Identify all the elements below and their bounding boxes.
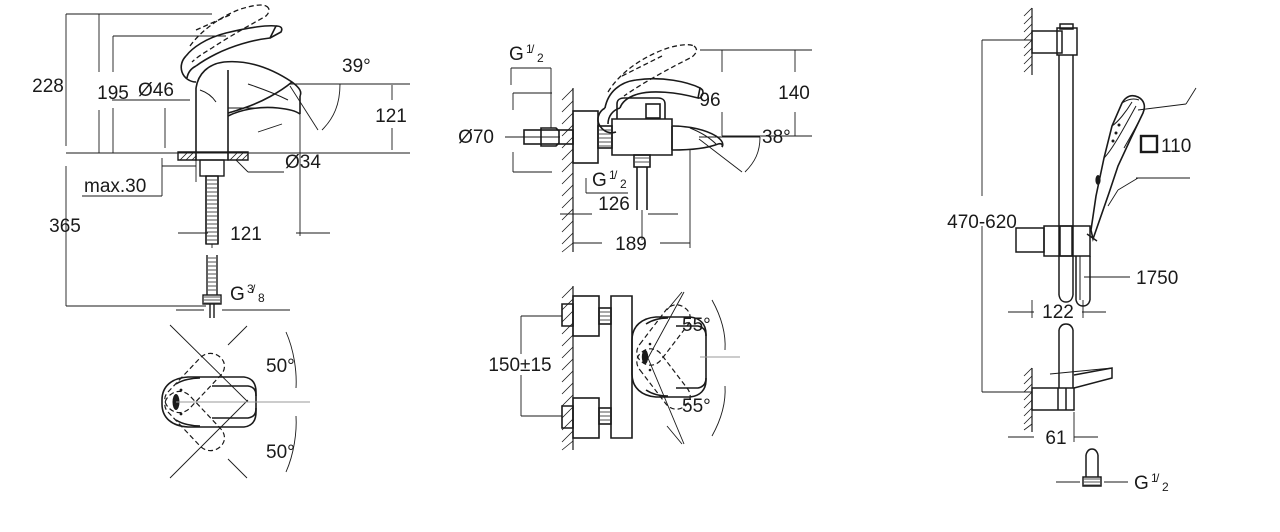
dim-label-140: 140 [778, 83, 810, 104]
dim-140 [700, 49, 812, 137]
square-symbol-icon [1139, 134, 1159, 154]
dim-label-g38: G 3 / 8 [230, 282, 265, 305]
g12h-numerator: 1 [1151, 471, 1158, 485]
dim-55deg [647, 291, 740, 445]
dim-label-122: 122 [1042, 302, 1074, 323]
dim-label-39deg: 39° [342, 56, 371, 77]
shower-bottom-bracket-geometry [1031, 323, 1113, 411]
dim-d46 [112, 99, 190, 148]
g12l-numerator: 1 [609, 168, 616, 182]
dim-d34 [180, 159, 284, 173]
dim-label-195: 195 [97, 83, 129, 104]
dim-label-110: 110 [1139, 134, 1191, 157]
dim-label-1750: 1750 [1136, 268, 1178, 289]
basin-mixer-geometry [180, 4, 302, 153]
dim-label-110-value: 110 [1161, 136, 1191, 157]
dim-label-55deg-top: 55° [682, 315, 711, 336]
dim-label-470-620: 470-620 [947, 212, 1017, 233]
g12l-denominator: 2 [620, 177, 627, 191]
panel-basin-lever-plan: 50° 50° [161, 324, 310, 479]
g12l-slash: / [614, 168, 618, 182]
dim-189 [573, 150, 691, 248]
dim-label-g12-upper: G 1 / 2 [509, 42, 544, 65]
dim-g12-upper [510, 67, 552, 128]
dim-label-365: 365 [49, 216, 81, 237]
g38-denominator: 8 [258, 291, 265, 305]
dim-label-121-height: 121 [375, 106, 407, 127]
panel-shower-set: 110 470-620 1750 122 [947, 7, 1197, 494]
g38-slash: / [252, 282, 256, 296]
dim-195 [112, 35, 226, 153]
dim-label-d34: Ø34 [285, 152, 321, 173]
g12u-letter: G [509, 44, 524, 65]
dim-label-96: 96 [699, 90, 720, 111]
dim-39deg [289, 83, 341, 131]
g12u-numerator: 1 [526, 42, 533, 56]
bath-mixer-geometry [523, 44, 724, 210]
dim-g12-lower [585, 178, 628, 194]
dim-label-228: 228 [32, 76, 64, 97]
dim-label-121-projection: 121 [230, 224, 262, 245]
g12h-slash: / [1156, 471, 1160, 485]
dim-121-height [300, 83, 410, 154]
dim-d70 [505, 92, 560, 173]
dim-label-61: 61 [1045, 428, 1066, 449]
g12l-letter: G [592, 170, 607, 191]
g12u-slash: / [531, 42, 535, 56]
shower-rail-geometry [1015, 23, 1091, 307]
g38-numerator: 3 [247, 282, 254, 296]
dim-121-projection [178, 114, 330, 248]
g12h-denominator: 2 [1162, 480, 1169, 494]
panel-bath-mixer-plan: 150±15 55° 55° [488, 286, 740, 451]
dim-38deg [698, 136, 761, 173]
dim-110 [1107, 87, 1197, 207]
body-leader-arrows [228, 107, 283, 133]
dim-150 [520, 315, 562, 417]
dim-365 [65, 13, 212, 307]
dim-label-50deg-top: 50° [266, 356, 295, 377]
dim-label-50deg-bottom: 50° [266, 442, 295, 463]
dim-122 [1008, 300, 1106, 318]
dim-label-g12-lower: G 1 / 2 [592, 168, 627, 191]
dim-label-max30: max.30 [84, 176, 146, 197]
dim-label-d46: Ø46 [138, 80, 174, 101]
dim-50deg [169, 324, 310, 479]
dim-label-d70: Ø70 [458, 127, 494, 148]
dim-label-g12-hose: G 1 / 2 [1134, 471, 1169, 494]
bath-mixer-plan-geometry [561, 295, 707, 439]
dim-label-150: 150±15 [488, 355, 551, 376]
panel-basin-mixer: 228 365 195 Ø46 [32, 4, 410, 318]
bath-lever-swivel-ghosts [636, 304, 691, 410]
dim-470-620 [981, 39, 1032, 393]
dim-label-55deg-bottom: 55° [682, 396, 711, 417]
dim-126 [560, 205, 678, 240]
basin-mixer-hose [202, 255, 222, 318]
panel-bath-mixer: Ø70 G 1 / 2 G 1 / 2 [458, 42, 812, 255]
g38-letter: G [230, 284, 245, 305]
dim-label-38deg: 38° [762, 127, 791, 148]
shower-hose-end-geometry [1082, 448, 1102, 487]
dim-max30 [82, 150, 197, 197]
dim-61 [1008, 412, 1098, 442]
g12h-letter: G [1134, 473, 1149, 494]
dim-label-126: 126 [598, 194, 630, 215]
hand-shower-geometry [1086, 94, 1146, 242]
dim-label-189: 189 [615, 234, 647, 255]
g12u-denominator: 2 [537, 51, 544, 65]
